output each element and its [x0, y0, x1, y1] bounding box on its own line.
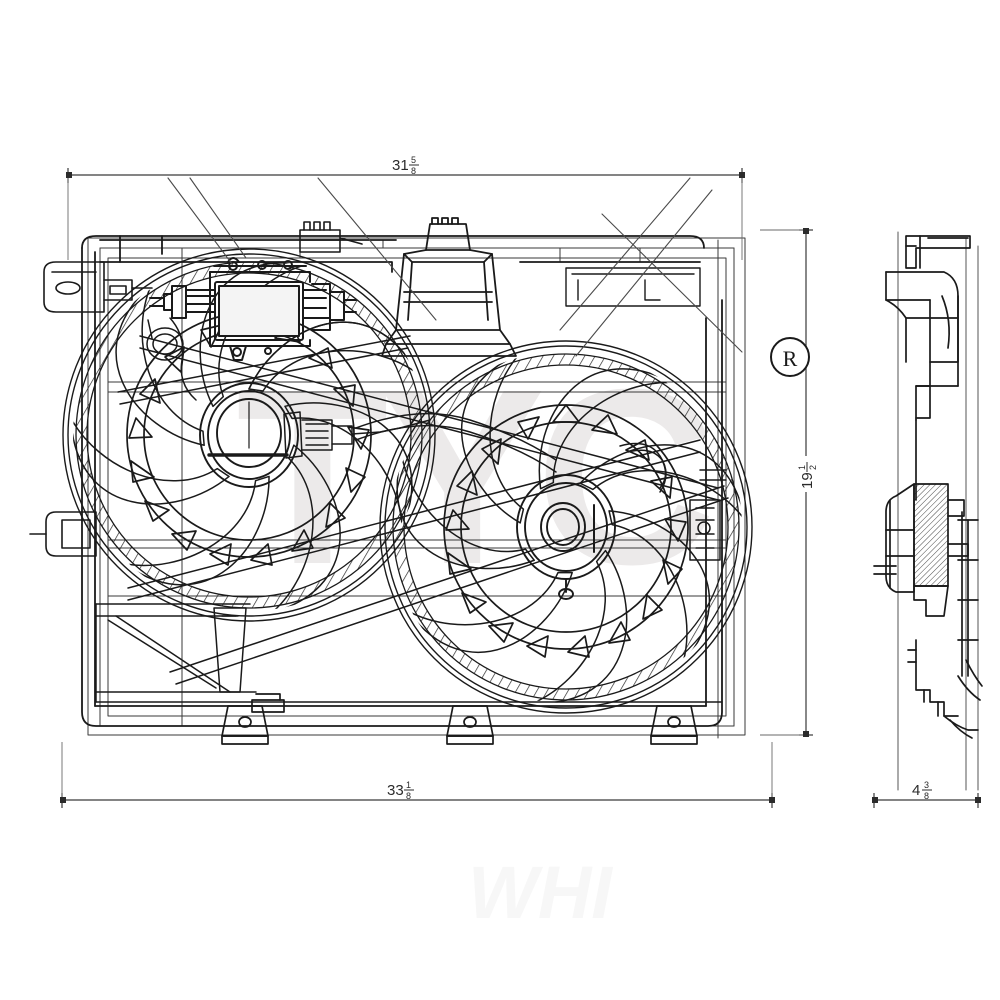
top-center-mounting-bracket [381, 217, 517, 357]
bottom-mounting-foot-right [650, 705, 698, 745]
dim-overall-width-assembly [60, 742, 775, 808]
right-shroud-detail [689, 469, 727, 561]
whi-watermark: WHI [468, 851, 612, 934]
side-view [873, 231, 983, 791]
control-module-box [149, 257, 357, 361]
svg-text:2: 2 [808, 465, 818, 470]
dim-overall-depth-side-view [872, 793, 981, 808]
right-blade-tip-ring [392, 353, 740, 701]
upper-left-round-housing [146, 319, 184, 361]
svg-text:8: 8 [411, 166, 416, 176]
dim-label-overall-depth-side-view: 4 3 8 [910, 779, 938, 801]
svg-text:4: 4 [912, 782, 920, 799]
left-blade-tip-ring [75, 261, 423, 609]
shroud-diagonal-ribs [117, 335, 729, 685]
svg-text:3: 3 [924, 780, 929, 790]
tyc-watermark: TYC [236, 337, 716, 616]
lower-left-mounting-tab [29, 511, 97, 557]
bottom-mounting-foot-left [221, 693, 285, 745]
leader-lines [167, 177, 743, 357]
svg-text:33: 33 [387, 782, 404, 799]
svg-text:31: 31 [392, 157, 409, 174]
left-fan-motor-hub [199, 382, 299, 488]
dim-overall-width-shroud [66, 168, 745, 260]
dim-label-overall-width-shroud: 31 5 8 [388, 154, 424, 176]
registered-trademark-icon: R [770, 337, 810, 377]
svg-text:1: 1 [797, 465, 807, 470]
right-shroud-truss-ring [443, 404, 689, 658]
svg-text:5: 5 [411, 155, 416, 165]
svg-text:1: 1 [406, 780, 411, 790]
fan-shroud-frame [81, 235, 723, 727]
svg-text:8: 8 [924, 791, 929, 801]
dim-label-overall-width-assembly: 33 1 8 [384, 779, 420, 801]
svg-text:19: 19 [799, 472, 816, 489]
upper-right-recess [565, 267, 701, 307]
wiring-harness [169, 317, 667, 493]
bottom-mounting-foot-center [446, 705, 494, 745]
dim-label-overall-height-assembly: 19 1 2 [796, 456, 818, 492]
svg-text:R: R [783, 346, 798, 371]
bottom-shroud-shelf [95, 603, 723, 703]
electrical-connector-upper [299, 221, 363, 253]
svg-text:8: 8 [406, 791, 411, 801]
